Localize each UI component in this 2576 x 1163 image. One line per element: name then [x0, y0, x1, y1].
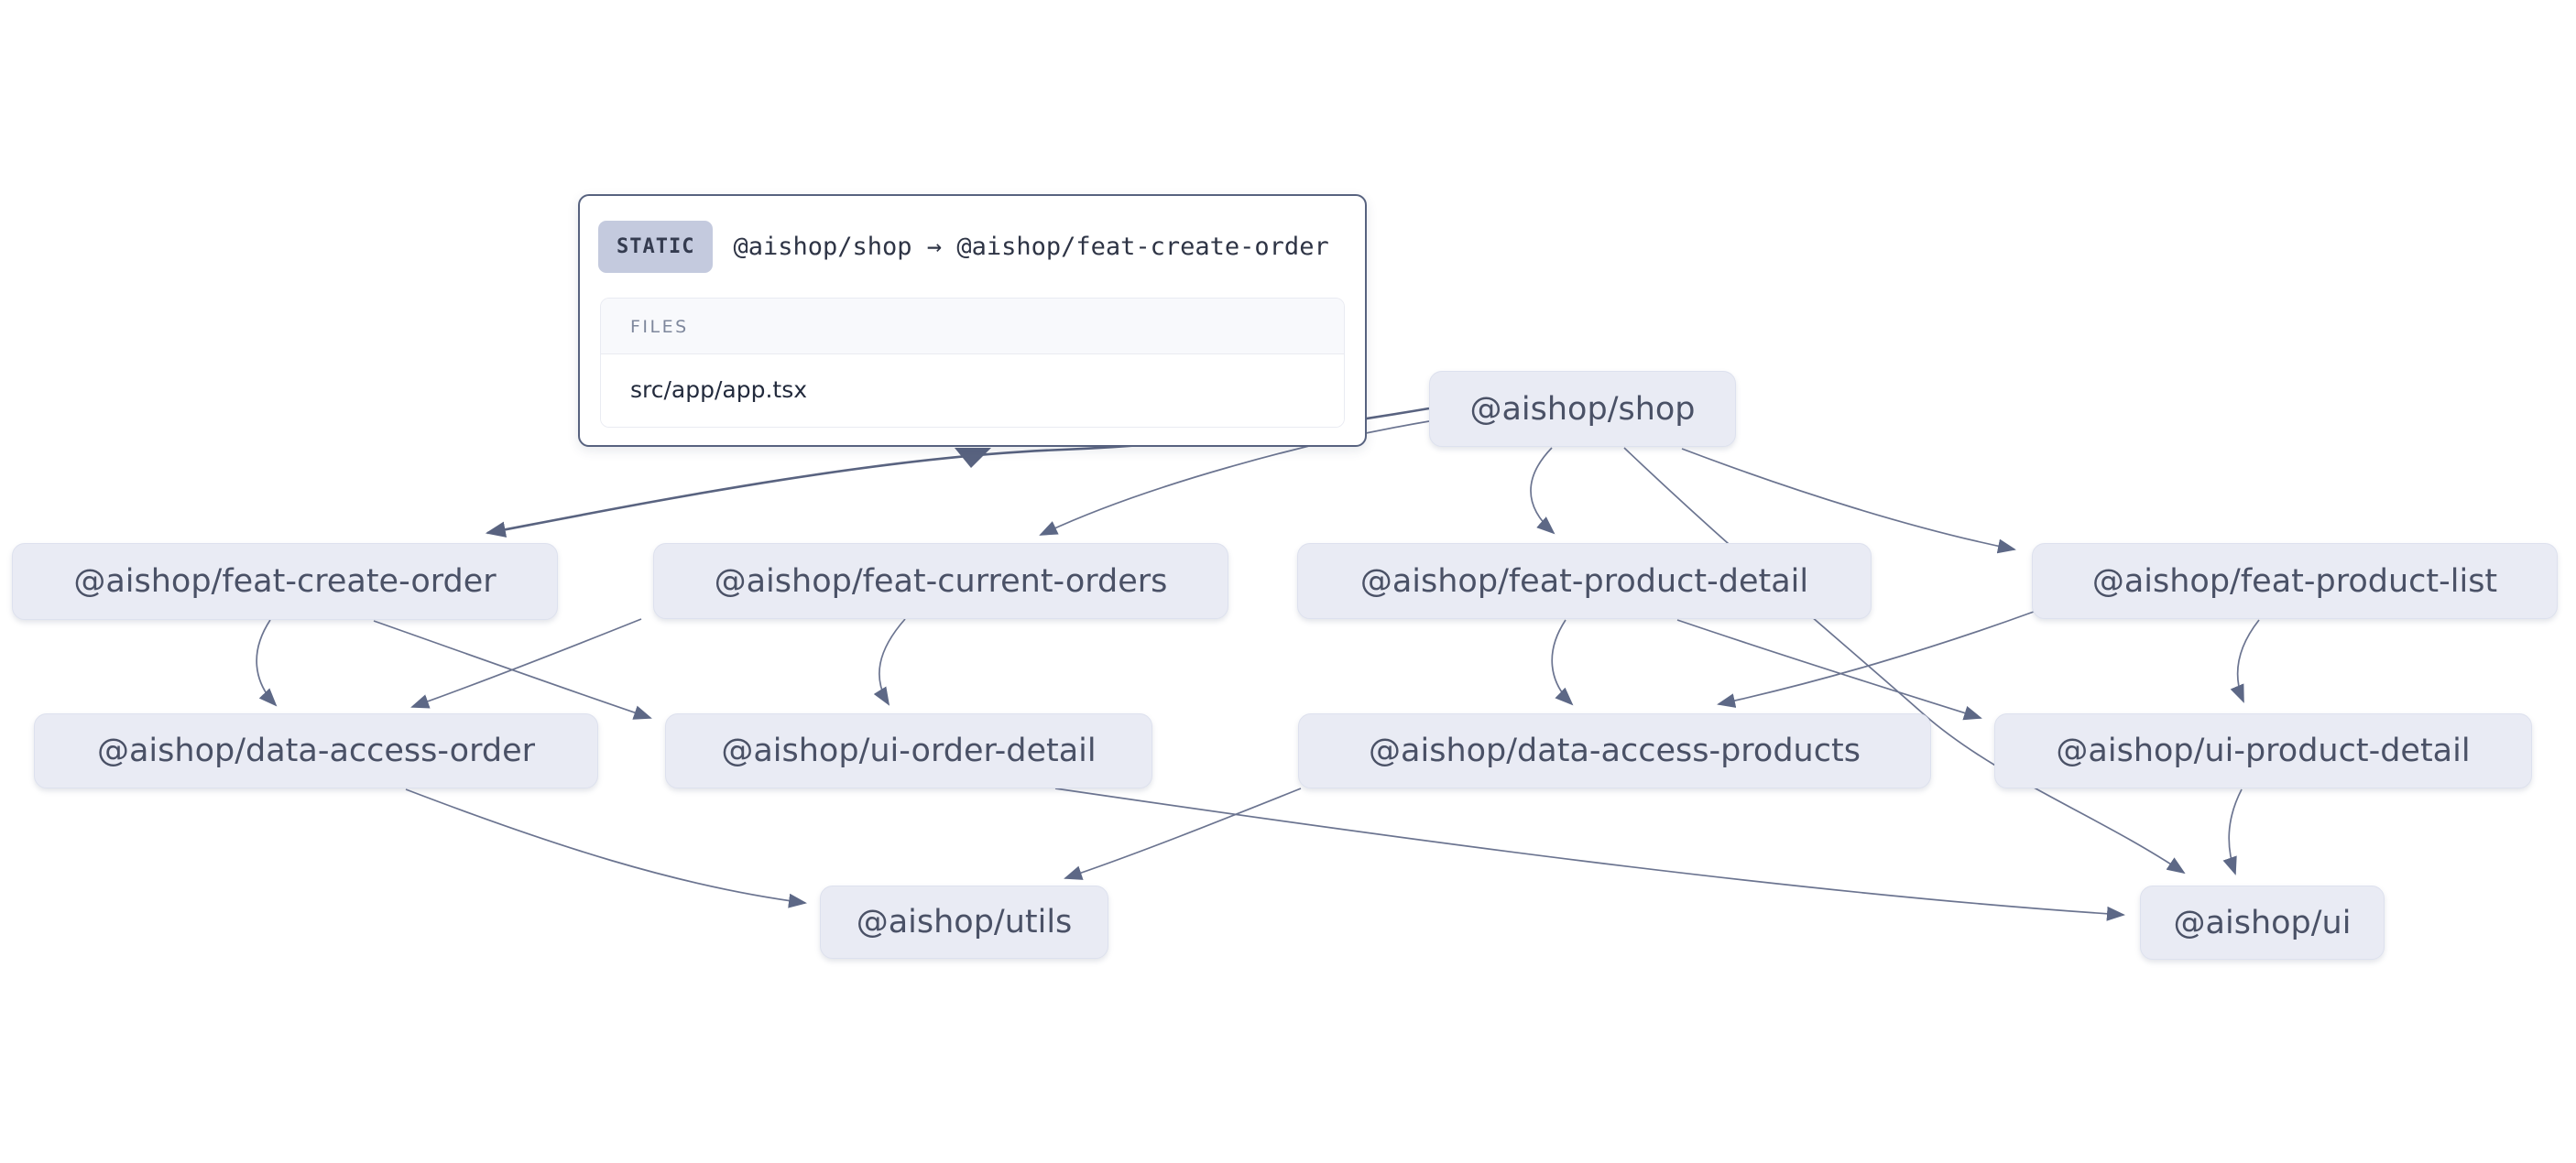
graph-node-data-access-products[interactable]: @aishop/data-access-products: [1298, 713, 1931, 788]
graph-node-shop[interactable]: @aishop/shop: [1429, 371, 1736, 447]
edge-feat-current-orders-to-data-access-order[interactable]: [410, 618, 642, 709]
file-item: src/app/app.tsx: [601, 354, 1344, 427]
graph-node-feat-product-list[interactable]: @aishop/feat-product-list: [2032, 543, 2558, 619]
graph-node-ui-order-detail[interactable]: @aishop/ui-order-detail: [665, 713, 1152, 788]
edge-shop-to-feat-current-orders[interactable]: [1039, 420, 1430, 536]
graph-node-feat-product-detail[interactable]: @aishop/feat-product-detail: [1297, 543, 1872, 619]
graph-node-ui-product-detail[interactable]: @aishop/ui-product-detail: [1994, 713, 2532, 788]
hovered-edge-arrowhead: [955, 448, 991, 468]
edge-data-access-order-to-utils[interactable]: [405, 788, 807, 908]
edge-ui-product-detail-to-ui[interactable]: [2222, 788, 2243, 875]
edge-shop-to-feat-product-detail[interactable]: [1530, 447, 1555, 535]
edge-tooltip-title: @aishop/shop → @aishop/feat-create-order: [733, 233, 1329, 261]
files-panel-header: FILES: [601, 299, 1344, 354]
edge-shop-to-ui[interactable]: [1623, 447, 2186, 875]
graph-node-ui[interactable]: @aishop/ui: [2140, 886, 2385, 960]
edge-feat-product-detail-to-ui-product-detail[interactable]: [1676, 619, 1982, 721]
edge-feat-product-detail-to-data-access-products[interactable]: [1551, 619, 1574, 706]
files-panel: FILES src/app/app.tsx: [600, 298, 1345, 428]
graph-node-feat-create-order[interactable]: @aishop/feat-create-order: [12, 543, 558, 620]
edge-feat-product-list-to-ui-product-detail[interactable]: [2230, 619, 2260, 703]
edge-feat-create-order-to-data-access-order[interactable]: [256, 619, 278, 707]
edge-tooltip-header: STATIC @aishop/shop → @aishop/feat-creat…: [580, 196, 1365, 298]
edge-feat-current-orders-to-ui-order-detail[interactable]: [873, 618, 906, 706]
edge-data-access-products-to-utils[interactable]: [1064, 788, 1302, 880]
graph-node-feat-current-orders[interactable]: @aishop/feat-current-orders: [653, 543, 1228, 619]
edge-feat-product-list-to-data-access-products[interactable]: [1717, 611, 2035, 708]
static-dependency-badge: STATIC: [598, 221, 714, 273]
graph-node-data-access-order[interactable]: @aishop/data-access-order: [34, 713, 598, 788]
graph-node-utils[interactable]: @aishop/utils: [820, 886, 1108, 959]
edge-ui-order-detail-to-ui[interactable]: [1054, 788, 2125, 921]
edge-shop-to-feat-product-list[interactable]: [1681, 448, 2016, 554]
edge-tooltip: STATIC @aishop/shop → @aishop/feat-creat…: [578, 194, 1367, 447]
